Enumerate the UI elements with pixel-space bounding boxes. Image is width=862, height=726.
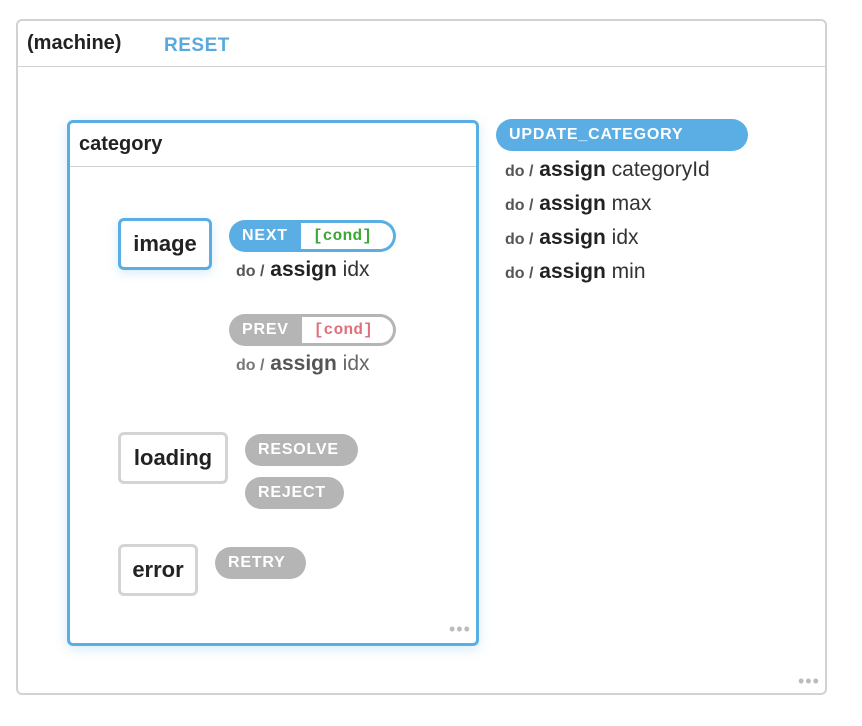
next-event-button[interactable]: NEXT [cond] — [229, 220, 396, 252]
event-label: RESOLVE — [258, 441, 339, 458]
action-do-label: do / — [505, 265, 534, 282]
reset-button[interactable]: RESET — [164, 35, 230, 56]
action-keyword: assign — [270, 352, 337, 375]
action-keyword: assign — [539, 260, 606, 283]
action-do-label: do / — [236, 263, 265, 280]
reject-event-button[interactable]: REJECT — [245, 477, 344, 509]
update-category-action-2: do / assign max — [505, 192, 651, 216]
event-label: NEXT — [242, 227, 288, 244]
state-image[interactable]: image — [118, 218, 212, 270]
action-keyword: assign — [539, 192, 606, 215]
category-more-icon[interactable]: ••• — [449, 619, 471, 639]
update-category-action-1: do / assign categoryId — [505, 158, 710, 182]
event-label: UPDATE_CATEGORY — [509, 126, 684, 143]
machine-header — [16, 19, 827, 67]
action-argument: idx — [342, 258, 370, 281]
prev-event-button[interactable]: PREV [cond] — [229, 314, 396, 346]
event-label: PREV — [242, 321, 289, 338]
prev-action: do / assign idx — [236, 352, 370, 376]
update-category-action-3: do / assign idx — [505, 226, 639, 250]
action-argument: idx — [342, 352, 370, 375]
resolve-event-button[interactable]: RESOLVE — [245, 434, 358, 466]
next-action: do / assign idx — [236, 258, 370, 282]
state-error[interactable]: error — [118, 544, 198, 596]
action-do-label: do / — [505, 231, 534, 248]
event-label: RETRY — [228, 554, 286, 571]
action-keyword: assign — [270, 258, 337, 281]
action-do-label: do / — [236, 357, 265, 374]
action-keyword: assign — [539, 226, 606, 249]
action-do-label: do / — [505, 163, 534, 180]
prev-guard-label: [cond] — [301, 317, 393, 343]
machine-more-icon[interactable]: ••• — [798, 671, 820, 691]
machine-title: (machine) — [27, 32, 122, 54]
category-title: category — [79, 133, 163, 155]
next-guard-label: [cond] — [300, 223, 393, 249]
action-keyword: assign — [539, 158, 606, 181]
category-header — [70, 123, 476, 167]
action-argument: categoryId — [611, 158, 710, 181]
action-argument: min — [611, 260, 646, 283]
event-label: REJECT — [258, 484, 326, 501]
update-category-action-4: do / assign min — [505, 260, 646, 284]
retry-event-button[interactable]: RETRY — [215, 547, 306, 579]
action-argument: idx — [611, 226, 639, 249]
action-argument: max — [611, 192, 652, 215]
update-category-event-button[interactable]: UPDATE_CATEGORY — [496, 119, 748, 151]
state-loading[interactable]: loading — [118, 432, 228, 484]
action-do-label: do / — [505, 197, 534, 214]
